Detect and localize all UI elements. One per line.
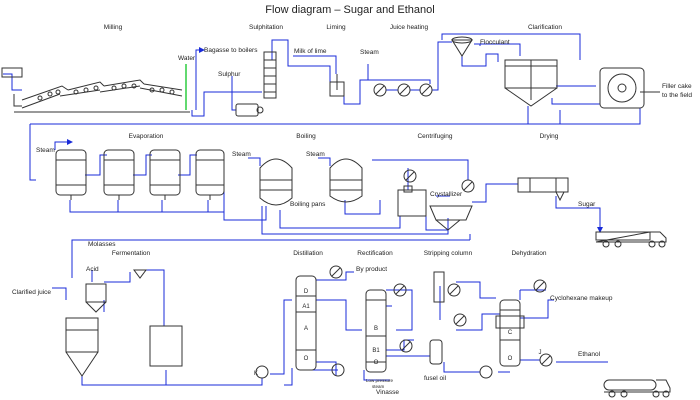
juice-heater-3 [419, 83, 433, 97]
letter-o-rectification: O [374, 360, 379, 366]
fermenter [65, 317, 99, 377]
gauge-crystallizer [403, 169, 417, 183]
stage-distillation: Distillation [293, 250, 323, 257]
diagram-title: Flow diagram – Sugar and Ethanol [265, 4, 434, 16]
acid-tank [85, 283, 107, 313]
juice-heater-1 [373, 83, 387, 97]
label-cyclohexane: Cyclohexane makeup [550, 295, 613, 302]
gauge-distillation [329, 265, 343, 279]
centrifuge [429, 205, 473, 221]
label-milk-of-lime: Milk of lime [294, 48, 327, 55]
label-by-product: By product [356, 266, 387, 273]
label-low-pressure-steam: steam [372, 384, 385, 389]
stage-boiling: Boiling [296, 133, 316, 140]
letter-b: B [374, 326, 378, 332]
boiling-pans [259, 158, 363, 206]
wine-tank [149, 325, 183, 367]
stage-sulphitation: Sulphitation [249, 24, 283, 31]
label-fusel-oil: fusel oil [424, 375, 447, 382]
evaporator-bodies [55, 149, 225, 200]
letter-d: D [304, 289, 309, 295]
gauge-dehydration [453, 313, 467, 327]
pump [331, 363, 345, 377]
flash-tank [451, 39, 473, 57]
mill-tandem [13, 79, 190, 113]
stage-clarification: Clarification [528, 24, 562, 31]
instrument-gauges [329, 169, 553, 367]
sulphur-burner [235, 103, 259, 117]
pipework [3, 33, 641, 386]
sugar-dryer [517, 177, 569, 193]
letter-j: J [539, 350, 542, 356]
sulphitation-tower [263, 51, 277, 99]
label-ethanol: Ethanol [578, 351, 601, 358]
label-filter-cake: Filler cake [662, 83, 692, 90]
letter-k: K [254, 371, 258, 377]
juice-heater-2 [397, 83, 411, 97]
letter-o-distillation: O [304, 356, 309, 362]
gauge-ethanol [539, 353, 553, 367]
label-steam-pan-2: Steam [306, 151, 325, 158]
stage-milling: Milling [104, 24, 123, 31]
letter-o-dehydration: O [508, 356, 513, 362]
stage-drying: Drying [540, 133, 559, 140]
stage-rectification: Rectification [357, 250, 393, 257]
label-steam-evaporation: Steam [36, 147, 55, 154]
gauge-cyclohexane [533, 279, 547, 293]
fusel-decanter [429, 339, 443, 365]
dehydration-column [495, 299, 525, 367]
gauge-stripping [447, 283, 461, 297]
label-steam-pan-1: Steam [232, 151, 251, 158]
label-filter-cake-2: to the field [662, 92, 692, 99]
label-molasses: Molasses [88, 241, 116, 248]
label-boiling-pans: Boiling pans [290, 201, 326, 208]
sugar-truck [595, 231, 667, 248]
gauge-byproduct [393, 283, 407, 297]
label-steam-heating: Steam [360, 49, 379, 56]
letter-b1: B1 [372, 348, 380, 354]
rotary-filter [599, 67, 660, 109]
label-acid: Acid [86, 266, 99, 273]
crystallizer [397, 189, 427, 217]
stage-liming: Liming [326, 24, 346, 31]
stage-centrifuging: Centrifuging [417, 133, 452, 140]
stripping-column [433, 271, 445, 303]
label-flocculant: Flocculant [480, 39, 510, 46]
gauge-centrifuge [461, 179, 475, 193]
rectification-column [365, 289, 387, 373]
dehydration-pump [479, 365, 493, 379]
ethanol-truck [603, 379, 671, 398]
letter-a1: A1 [302, 304, 310, 310]
label-clarified-juice: Clarified juice [12, 289, 51, 296]
letter-a: A [304, 326, 308, 332]
heat-exchanger-k [255, 365, 269, 379]
clarifier [504, 59, 558, 107]
letter-c: C [508, 330, 513, 336]
stage-stripping-column: Stripping column [424, 250, 473, 257]
label-vinasse: Vinasse [376, 389, 399, 396]
cane-feeder [1, 67, 23, 78]
stage-juice-heating: Juice heating [390, 24, 429, 31]
gauge-rectification [399, 339, 413, 353]
separator [133, 269, 147, 279]
label-water: Water [178, 55, 196, 62]
equipment [1, 36, 671, 398]
label-sugar: Sugar [578, 201, 596, 208]
label-low-pressure: Low pressure [366, 378, 394, 383]
distillation-column [295, 275, 317, 371]
label-sulphur: Sulphur [218, 71, 241, 78]
stage-evaporation: Evaporation [129, 133, 164, 140]
stage-fermentation: Fermentation [112, 250, 151, 257]
stage-dehydration: Dehydration [511, 250, 546, 257]
label-crystallizer: Crystallizer [430, 191, 463, 198]
label-bagasse: Bagasse to boilers [204, 47, 258, 54]
